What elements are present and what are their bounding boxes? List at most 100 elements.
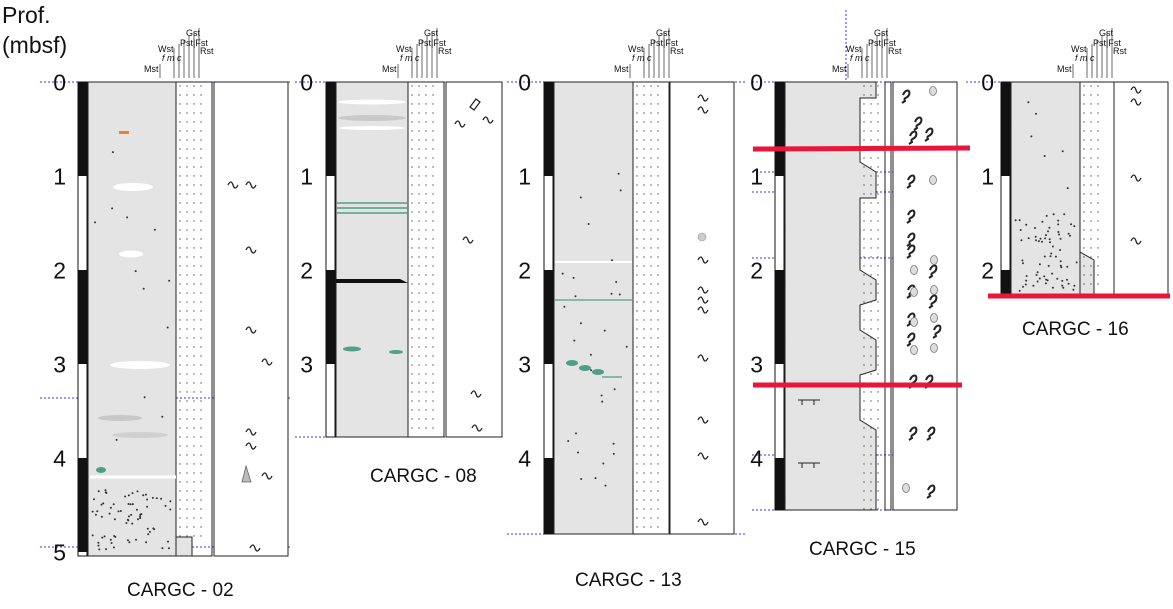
grain-dot xyxy=(657,364,659,366)
green-lens xyxy=(566,360,578,366)
grain-dot xyxy=(432,148,434,150)
grain-dot xyxy=(200,454,202,456)
grain-dot xyxy=(193,193,195,195)
grain-dot xyxy=(863,265,865,267)
grain-dot xyxy=(432,211,434,213)
grain-dot xyxy=(425,373,427,375)
grain-dot xyxy=(179,112,181,114)
grain-dot xyxy=(650,157,652,159)
pebble-symbol xyxy=(929,86,937,96)
grain-dot xyxy=(186,211,188,213)
scattered-dot xyxy=(115,438,118,441)
grain-dot xyxy=(863,202,865,204)
lithology-column-cargc08 xyxy=(335,81,409,438)
grain-dot xyxy=(643,436,645,438)
grain-dot xyxy=(870,130,872,132)
header-label-fmc: f m c xyxy=(162,53,182,63)
grain-dot xyxy=(877,490,879,492)
grain-dot xyxy=(650,418,652,420)
grain-dot xyxy=(636,445,638,447)
grain-dot xyxy=(1090,112,1092,114)
grain-dot xyxy=(179,130,181,132)
grain-dot xyxy=(193,166,195,168)
dense-dot xyxy=(151,496,154,499)
depth-label-cargc16-0: 0 xyxy=(981,69,994,95)
grain-dot xyxy=(877,211,879,213)
grain-dot xyxy=(186,418,188,420)
dense-dot xyxy=(97,544,100,547)
dense-dot xyxy=(1043,275,1046,278)
grain-dot xyxy=(863,85,865,87)
grain-dot xyxy=(1090,265,1092,267)
depth-label-cargc02-3: 3 xyxy=(53,351,66,377)
pebble-symbol xyxy=(910,287,918,297)
grain-dot xyxy=(650,121,652,123)
grain-dot xyxy=(877,319,879,321)
grain-dot xyxy=(877,85,879,87)
dense-dot xyxy=(98,548,101,551)
depth-label-cargc08-0: 0 xyxy=(300,69,313,95)
grain-dot xyxy=(1090,175,1092,177)
grain-dot xyxy=(186,256,188,258)
grain-dot xyxy=(657,202,659,204)
dense-dot xyxy=(1049,255,1052,258)
depth-label-cargc15-4: 4 xyxy=(750,445,763,471)
grain-dot xyxy=(1083,238,1085,240)
grain-dot xyxy=(877,220,879,222)
dense-dot xyxy=(1057,223,1060,226)
grain-dot xyxy=(863,94,865,96)
grain-dot xyxy=(179,445,181,447)
grain-dot xyxy=(418,229,420,231)
scattered-dot xyxy=(587,223,590,225)
grain-dot xyxy=(200,175,202,177)
depth-label-cargc02-4: 4 xyxy=(53,445,66,471)
grain-dot xyxy=(650,472,652,474)
grain-dot xyxy=(636,193,638,195)
grain-dot xyxy=(1090,220,1092,222)
grain-dot xyxy=(418,274,420,276)
grain-dot xyxy=(643,229,645,231)
grain-dot xyxy=(200,112,202,114)
grain-dot xyxy=(650,427,652,429)
shell-symbol-cargc15 xyxy=(906,232,916,247)
grain-dot xyxy=(657,265,659,267)
grain-dot xyxy=(193,292,195,294)
grain-dot xyxy=(432,409,434,411)
grain-dot xyxy=(411,328,413,330)
grain-dot xyxy=(200,481,202,483)
grain-dot xyxy=(418,373,420,375)
grain-dot xyxy=(179,409,181,411)
grain-dot xyxy=(1097,265,1099,267)
dense-dot xyxy=(102,502,105,505)
grain-dot xyxy=(432,337,434,339)
grain-dot xyxy=(432,391,434,393)
grain-dot xyxy=(650,166,652,168)
scattered-dot xyxy=(617,172,620,175)
dense-dot xyxy=(1050,252,1053,255)
grain-dot xyxy=(425,175,427,177)
grain-dot xyxy=(636,211,638,213)
bioturbation-symbol-cargc02 xyxy=(261,358,273,366)
scattered-dot xyxy=(594,477,597,480)
grain-dot xyxy=(186,238,188,240)
grain-dot xyxy=(200,130,202,132)
grain-dot xyxy=(657,328,659,330)
grain-dot xyxy=(186,319,188,321)
pebble-symbol xyxy=(929,175,937,185)
depth-scale-block xyxy=(326,82,335,176)
grain-dot xyxy=(186,499,188,501)
header-label-gst: Gst xyxy=(424,28,439,38)
dense-dot xyxy=(1019,229,1022,231)
grain-dot xyxy=(425,220,427,222)
dense-dot xyxy=(1024,283,1027,286)
grain-dot xyxy=(425,301,427,303)
grain-dot xyxy=(179,499,181,501)
grain-dot xyxy=(650,112,652,114)
grain-dot xyxy=(1097,184,1099,186)
grain-dot xyxy=(418,346,420,348)
scattered-dot xyxy=(143,396,146,399)
grain-dot xyxy=(636,463,638,465)
grain-dot xyxy=(863,166,865,168)
scattered-dot xyxy=(613,388,616,391)
